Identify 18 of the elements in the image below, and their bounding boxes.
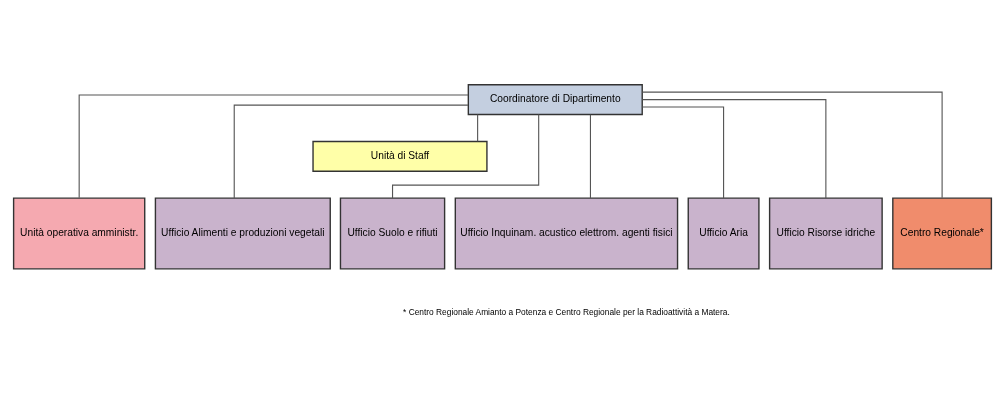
node-box: Centro Regionale*	[891, 197, 992, 270]
connector	[391, 113, 539, 199]
connector	[589, 114, 591, 199]
connector	[641, 91, 943, 199]
node-box: Ufficio Aria	[687, 197, 760, 270]
node-box: Ufficio Risorse idriche	[768, 197, 883, 270]
node-box: Ufficio Suolo e rifiuti	[339, 197, 445, 270]
node-box: Unità operativa amministr.	[12, 197, 145, 270]
node-box: Coordinatore di Dipartimento	[467, 84, 643, 116]
connector	[476, 113, 478, 142]
label: * Centro Regionale Amianto a Potenza e Centro Regionale per la Radioattività a Matera.	[402, 306, 730, 317]
connector	[641, 106, 724, 199]
connector	[233, 104, 468, 199]
node-box: Ufficio Inquinam. acustico elettrom. agenti fisici	[454, 197, 678, 270]
node-box: Unità di Staff	[311, 140, 488, 172]
connector	[641, 99, 826, 199]
node-box: Ufficio Alimenti e produzioni vegetali	[154, 197, 331, 270]
connector	[78, 94, 469, 199]
